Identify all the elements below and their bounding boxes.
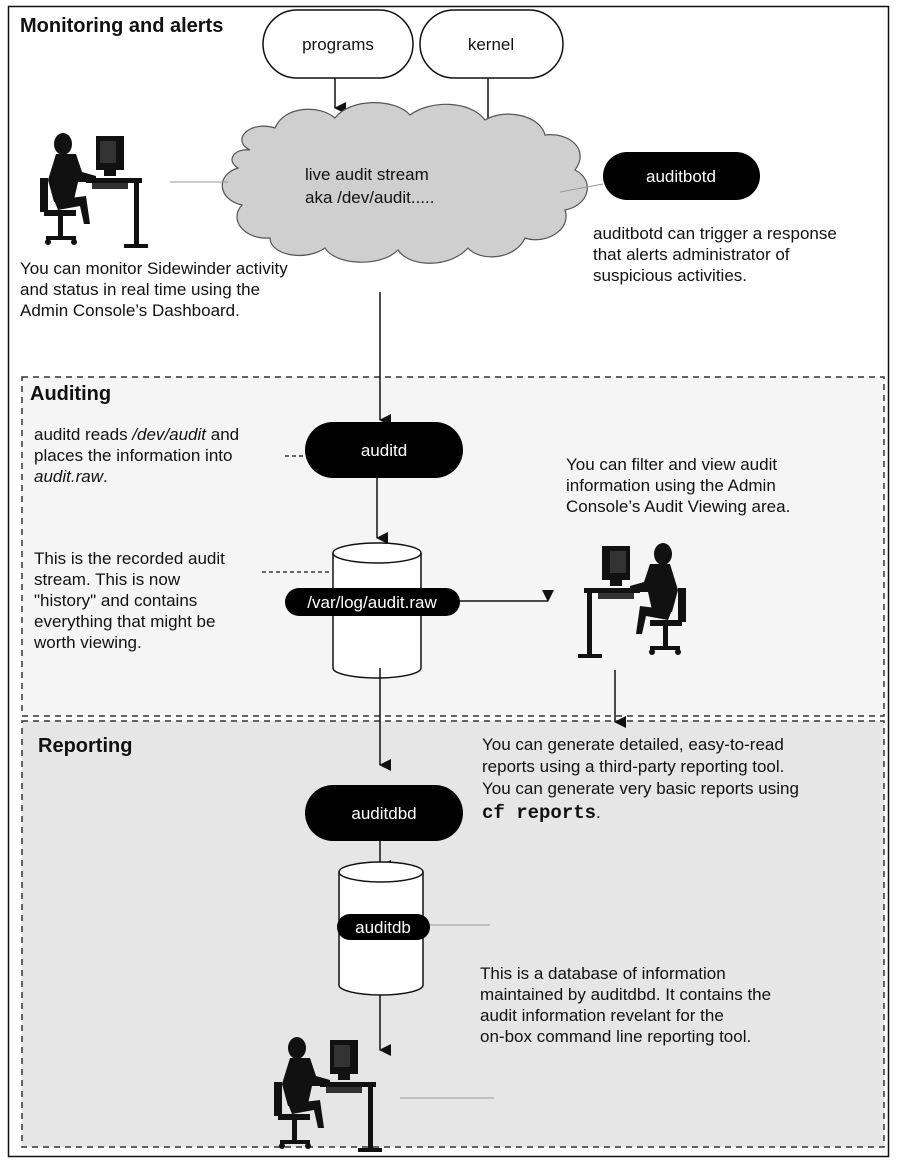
auditbotd-label: auditbotd [646,167,716,186]
stream-label-line2: aka /dev/audit..... [305,188,434,207]
note-recorded-stream: This is the recorded audit stream. This … [33,549,230,652]
auditdb-label: auditdb [355,918,411,937]
administrator-dashboard-icon [40,133,148,248]
kernel-node [419,9,564,79]
auditdbd-node [305,785,463,841]
auditbotd-node [603,152,760,200]
audit-raw-label: /var/log/audit.raw [307,593,437,612]
connector-auditbotd [559,183,604,193]
note-auditbotd: auditbotd can trigger a response that al… [593,224,842,285]
programs-label: programs [302,35,374,54]
section-title-monitoring: Monitoring and alerts [20,15,223,37]
section-title-reporting: Reporting [38,735,132,757]
note-reports: You can generate detailed, easy-to-read … [482,735,804,824]
note-monitor: You can monitor Sidewinder activity and … [20,259,292,320]
kernel-label: kernel [468,35,514,54]
note-auditd: auditd reads /dev/audit and places the i… [34,425,244,486]
auditdbd-label: auditdbd [351,804,416,823]
live-audit-stream-cloud [221,102,588,264]
auditdb-node [337,914,430,940]
outer-frame [7,5,890,1158]
note-database: This is a database of information mainta… [480,964,776,1046]
auditd-label: auditd [361,441,407,460]
audit-raw-node [285,588,460,616]
auditd-node [305,422,463,478]
programs-node [262,9,414,79]
section-title-auditing: Auditing [30,383,111,405]
stream-label-line1: live audit stream [305,165,429,184]
note-audit-viewing: You can filter and view audit informatio… [566,455,790,516]
